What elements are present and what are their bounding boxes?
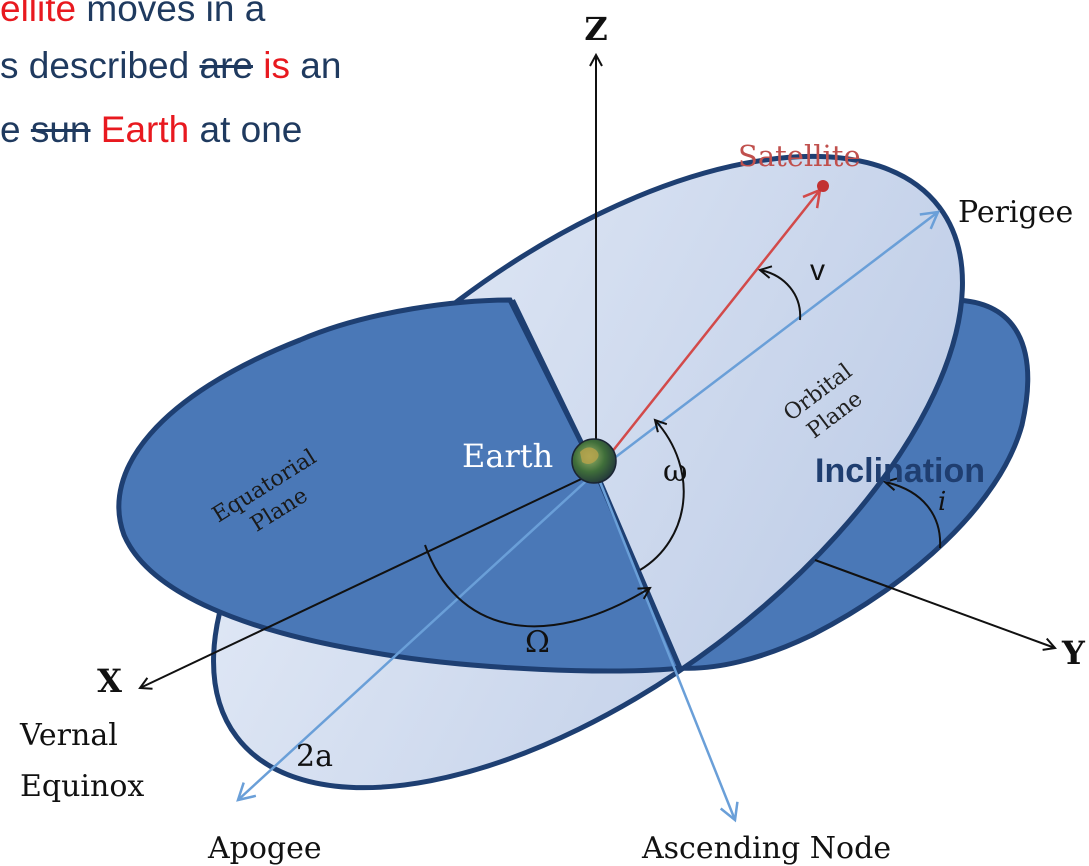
slide-text-an: an — [290, 45, 342, 86]
vernal-label: Vernal — [19, 718, 118, 753]
perigee-label: Perigee — [958, 195, 1073, 230]
ascending-node-vector — [594, 471, 739, 823]
ascending-node-label: Ascending Node — [641, 831, 891, 866]
x-axis — [138, 471, 597, 690]
slide-text-struck-are: are — [199, 45, 253, 86]
slide-text-fragment: s — [0, 45, 19, 86]
satellite-vector — [595, 188, 822, 473]
slide-text-earth: Earth — [100, 109, 190, 150]
earth-label: Earth — [462, 437, 553, 475]
slide-text-line-3: e sun Earth at one — [0, 108, 302, 152]
x-axis-label: X — [97, 662, 122, 700]
omega-capital-arc — [424, 544, 652, 628]
slide-text-described: described — [18, 45, 200, 86]
two-a-label: 2a — [296, 739, 333, 774]
slide-text-moves: moves in a — [76, 0, 266, 29]
omega-capital-label: Ω — [525, 625, 550, 660]
equinox-label: Equinox — [20, 769, 144, 804]
slide-text-satellite: ellite — [0, 0, 77, 29]
satellite-label: Satellite — [738, 139, 861, 173]
earth-landmass — [580, 447, 599, 464]
inclination-symbol: i — [938, 487, 946, 517]
z-axis-label: Z — [584, 10, 607, 48]
apogee-label: Apogee — [207, 831, 322, 866]
y-axis — [814, 559, 1057, 651]
apogee-vector — [236, 471, 597, 802]
nu-label: v — [810, 254, 825, 287]
omega-small-arc — [639, 418, 685, 571]
slide-text-line-2: s described are is an — [0, 44, 341, 88]
satellite-dot — [817, 180, 829, 192]
slide-text-struck-sun: sun — [30, 109, 91, 150]
inclination-arc — [882, 477, 942, 549]
perigee-vector — [595, 210, 941, 473]
slide-text-at-one: at one — [189, 109, 303, 150]
equatorial-plane-front — [116, 297, 684, 674]
slide-text-is: is — [263, 45, 290, 86]
slide-text-fragment-e: e — [0, 109, 31, 150]
slide-text-line-1: ellite moves in a — [0, 0, 265, 31]
y-axis-label: Y — [1061, 634, 1086, 672]
omega-small-label: ω — [663, 454, 687, 489]
nu-arc — [757, 265, 802, 321]
inclination-label: Inclination — [815, 452, 985, 490]
